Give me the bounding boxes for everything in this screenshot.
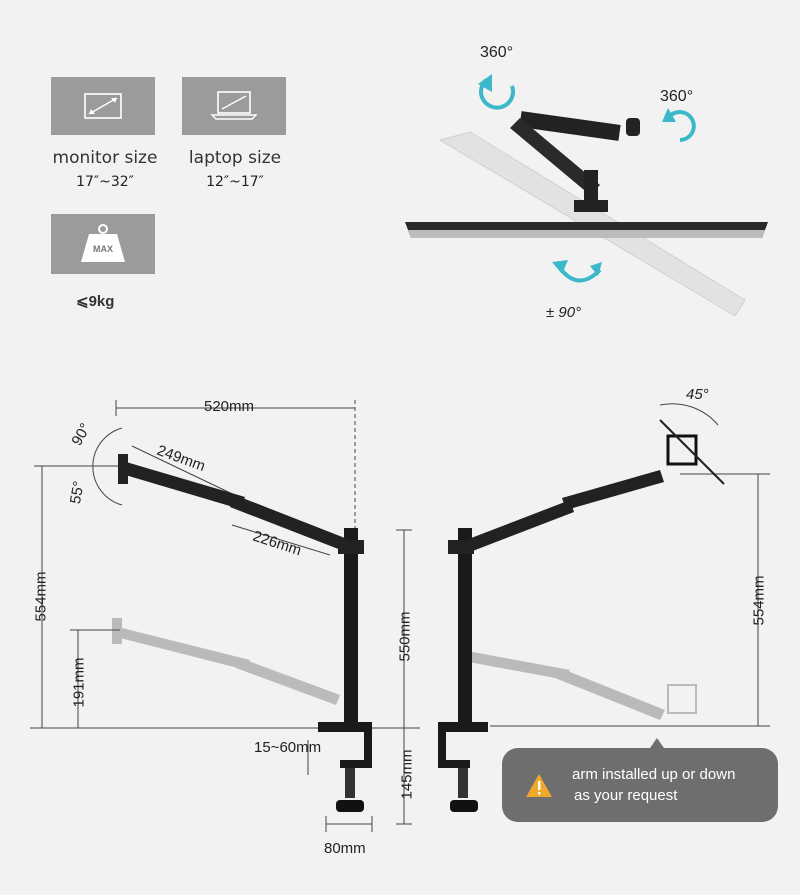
height-low-dimension: 191mm [70,657,88,708]
clamp-height-dimension: 145mm [398,749,416,800]
note-pointer [650,738,664,748]
tilt-label: ± 90° [546,304,582,321]
laptop-size-range: 12″~17″ [206,174,264,190]
left-arm-diagram [30,400,420,832]
rotation-left-label: 360° [480,44,514,61]
warning-icon [526,774,552,797]
weight-icon: MAX [51,214,155,274]
rotate-360-right-icon [668,110,696,142]
note-line-2: as your request [574,787,678,804]
pole-dimension: 550mm [396,611,414,662]
base-width-dimension: 80mm [324,840,366,857]
right-arm-diagram [438,403,770,812]
height-right-dimension: 554mm [750,575,768,626]
laptop-size-icon [182,77,286,135]
monitor-top-view [405,111,768,238]
monitor-size-label: monitor size [52,148,158,168]
laptop-size-label: laptop size [188,148,282,168]
reach-dimension: 520mm [204,398,255,415]
rotation-right-label: 360° [660,88,694,105]
height-total-dimension: 554mm [32,571,50,622]
monitor-size-icon [51,77,155,135]
max-weight-label: ⩽9kg [76,293,115,310]
note-line-1: arm installed up or down [572,766,736,783]
clamp-range-dimension: 15~60mm [254,739,322,756]
laptop-tilt-dimension: 45° [686,386,709,403]
install-note: arm installed up or down as your request [502,748,778,822]
weight-badge: MAX [93,244,113,254]
rotate-360-left-icon [479,78,515,110]
monitor-size-range: 17″~32″ [76,174,134,190]
